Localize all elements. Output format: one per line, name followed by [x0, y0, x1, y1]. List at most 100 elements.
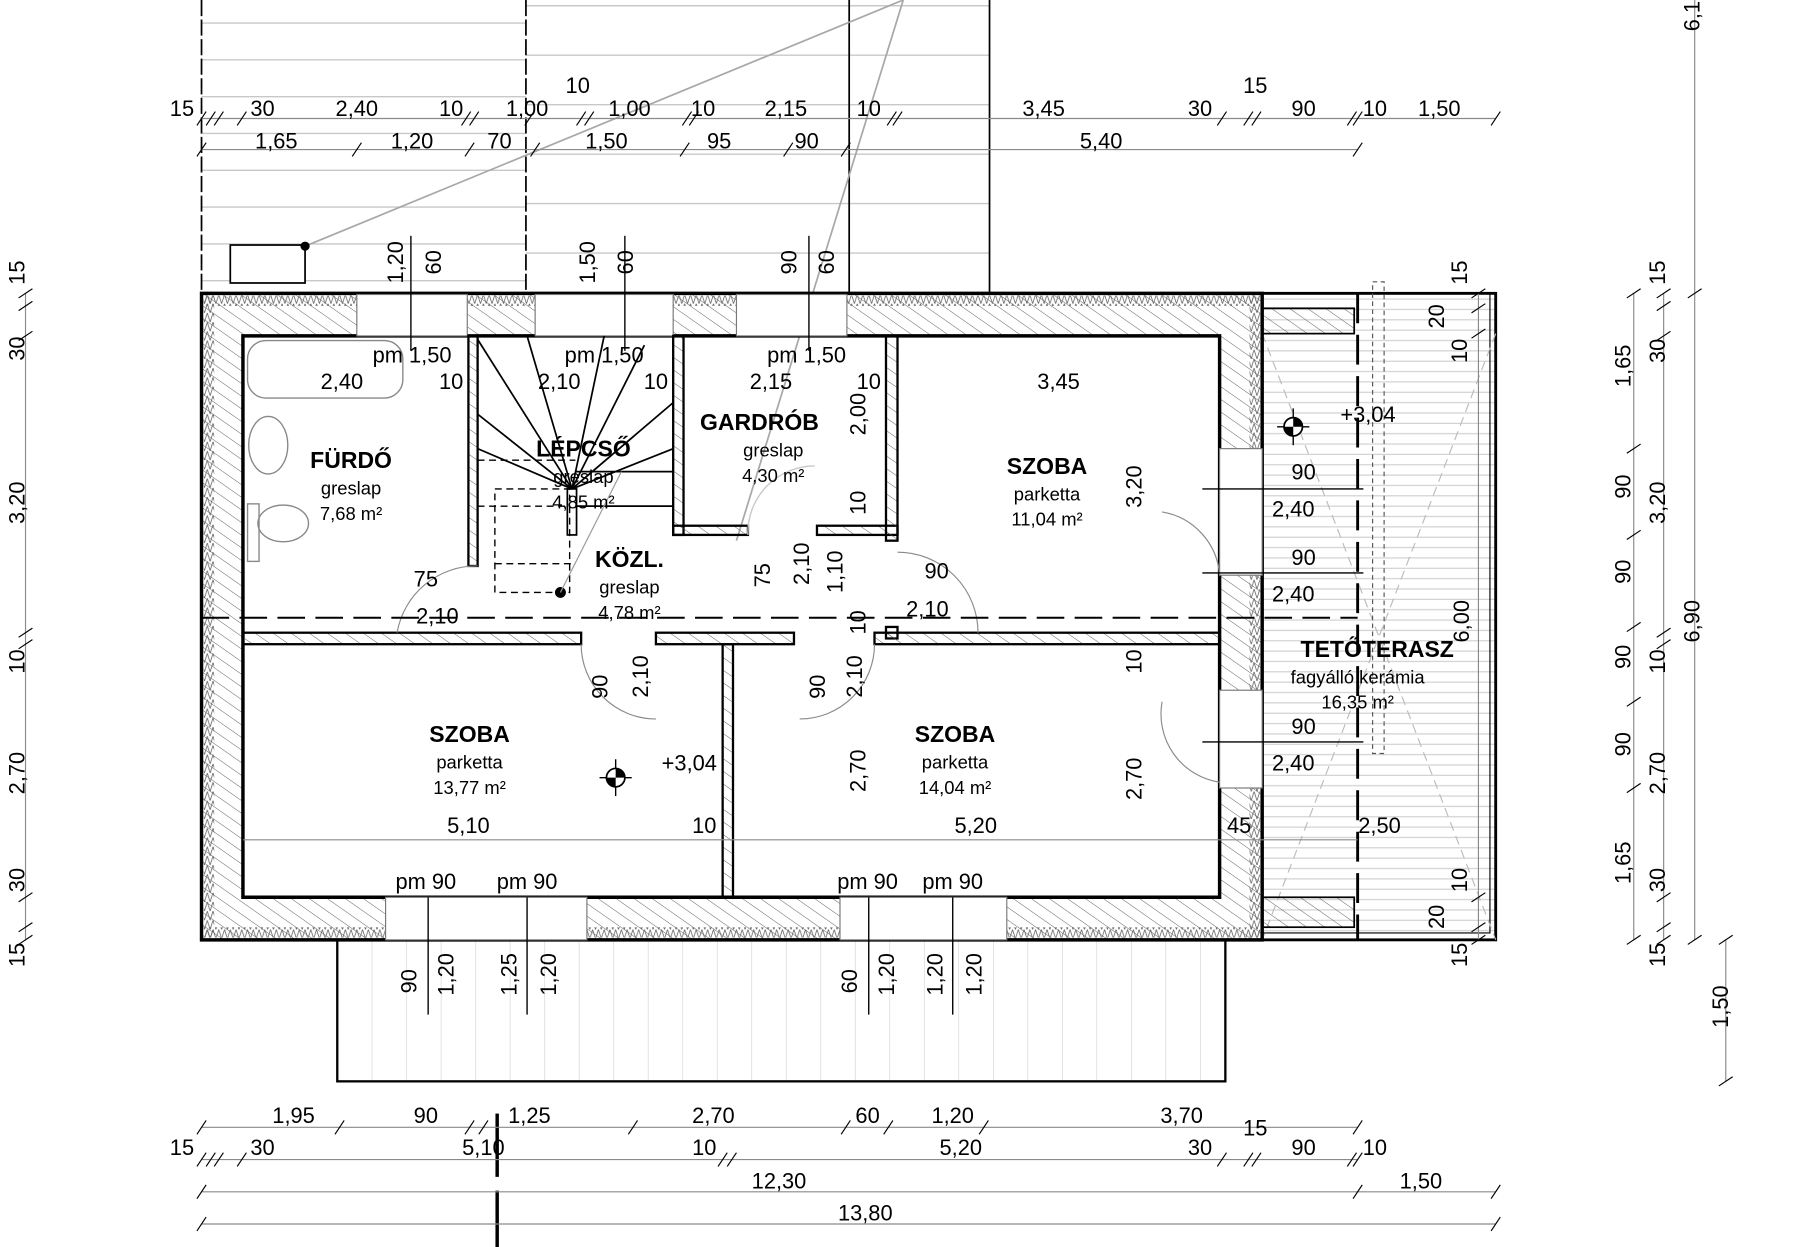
dimension-label: 90	[924, 559, 948, 584]
room-area: 16,35 m²	[1321, 692, 1394, 713]
dimension-label: 2,10	[842, 655, 867, 698]
dimension-label: 10	[691, 96, 715, 121]
dimension-label: 6,00	[1449, 600, 1474, 643]
dimension-label: 15	[1645, 943, 1670, 967]
dimension-label: 10	[845, 610, 870, 634]
labels: 15 30 2,40 10 1,00 1,00 10 2,15 10 3,45 30 90 10 1,50…	[4, 1, 1733, 1226]
dimension-label: 2,15	[765, 96, 808, 121]
dimension-label: 1,65	[1610, 842, 1635, 885]
dimension-label: 1,65	[255, 128, 298, 153]
dimension-label: 90	[794, 128, 818, 153]
dimension-label: 10	[1363, 96, 1387, 121]
dimension-label: 2,40	[1272, 751, 1315, 776]
dimension-label: 60	[855, 1103, 879, 1128]
room-name: TETŐTERASZ	[1301, 635, 1454, 662]
dimension-label: 20	[1424, 905, 1449, 929]
dimension-label: 90	[1291, 1135, 1315, 1160]
dimension-label: 2,00	[845, 393, 870, 436]
dimension-label: 15	[1645, 260, 1670, 284]
dimension-label: 95	[707, 128, 731, 153]
dimension-label: 1,20	[961, 953, 986, 996]
dimension-label: 5,20	[954, 813, 997, 838]
dimension-label: 1,25	[508, 1103, 551, 1128]
dimension-label: 30	[4, 868, 29, 892]
dimension-label: 10	[644, 369, 668, 394]
dimension-label: 10	[439, 96, 463, 121]
dimension-label: 1,50	[1708, 985, 1733, 1028]
dimension-label: 10	[692, 1135, 716, 1160]
walls	[199, 291, 1264, 942]
dimension-label: 15	[170, 1135, 194, 1160]
level-label: +3,04	[662, 751, 717, 776]
dimension-label: 5,10	[447, 813, 490, 838]
dimension-label: 10	[439, 369, 463, 394]
dimension-label: 1,00	[506, 96, 549, 121]
dimension-label: 5,10	[462, 1135, 505, 1160]
dimension-label: pm 90	[837, 869, 898, 894]
room-name: SZOBA	[915, 721, 996, 747]
dimension-label: 10	[1447, 868, 1472, 892]
dimension-label: 30	[250, 96, 274, 121]
dimension-label: 2,10	[538, 369, 581, 394]
dimension-label: 10	[4, 649, 29, 673]
dimension-label: 10	[566, 73, 590, 98]
room-area: 4,30 m²	[742, 465, 804, 486]
dimension-label: 15	[1243, 1115, 1267, 1140]
dimension-label: 90	[1291, 714, 1315, 739]
dimension-label: 15	[1447, 943, 1472, 967]
room-area: 4,85 m²	[552, 491, 614, 512]
dimension-label: 5,20	[940, 1135, 983, 1160]
dimension-label: 30	[250, 1135, 274, 1160]
dimension-label: pm 1,50	[767, 342, 846, 367]
dimension-label: 90	[776, 250, 801, 274]
dimension-label: 75	[750, 563, 775, 587]
dimension-label: 90	[1610, 732, 1635, 756]
dimension-label: pm 1,50	[373, 342, 452, 367]
dimension-label: 75	[414, 567, 438, 592]
dimension-label: 2,40	[321, 369, 364, 394]
dimension-label: 2,70	[4, 752, 29, 795]
dimension-label: 13,80	[838, 1201, 893, 1226]
dimension-label: 1,20	[931, 1103, 974, 1128]
room-floor: parketta	[1014, 483, 1081, 504]
dimension-label: 20	[1424, 304, 1449, 328]
dimension-label: 60	[421, 250, 446, 274]
dimension-label: 10	[1447, 339, 1472, 363]
dimension-label: 90	[1291, 545, 1315, 570]
dimension-label: 2,40	[1272, 582, 1315, 607]
dimension-label: 1,50	[1400, 1168, 1443, 1193]
dimension-label: 3,45	[1022, 96, 1065, 121]
dimension-label: 10	[857, 96, 881, 121]
dimension-label: 2,70	[1121, 758, 1146, 801]
dimension-label: 30	[1645, 339, 1670, 363]
dimension-label: 3,20	[1121, 465, 1146, 508]
bathroom-fixtures	[246, 339, 404, 563]
dimension-label: 2,70	[845, 749, 870, 792]
dimension-label: 6,1	[1679, 1, 1704, 31]
room-area: 13,77 m²	[433, 777, 506, 798]
room-area: 4,78 m²	[598, 602, 660, 623]
dimension-label: 10	[692, 813, 716, 838]
dimension-label: 15	[1243, 73, 1267, 98]
room-area: 14,04 m²	[919, 777, 992, 798]
washbasin	[248, 415, 289, 475]
dimension-label: 90	[1610, 645, 1635, 669]
level-marker-icon	[599, 759, 632, 797]
dimension-label: 1,95	[272, 1103, 315, 1128]
door-swings	[396, 465, 979, 720]
room-floor: greslap	[321, 478, 381, 499]
dimension-label: 90	[1610, 560, 1635, 584]
dimension-label: 10	[857, 369, 881, 394]
dimension-label: 1,20	[922, 953, 947, 996]
dimension-label: 1,20	[536, 953, 561, 996]
room-name: SZOBA	[429, 721, 509, 747]
level-label: +3,04	[1340, 402, 1395, 427]
dimension-label: 1,00	[608, 96, 651, 121]
dimension-label: 15	[1447, 260, 1472, 284]
dimension-label: 90	[414, 1103, 438, 1128]
level-marker-icon	[1277, 408, 1310, 446]
room-floor: greslap	[743, 440, 803, 461]
dimension-label: 1,10	[822, 550, 847, 593]
dimension-label: 1,20	[391, 128, 434, 153]
